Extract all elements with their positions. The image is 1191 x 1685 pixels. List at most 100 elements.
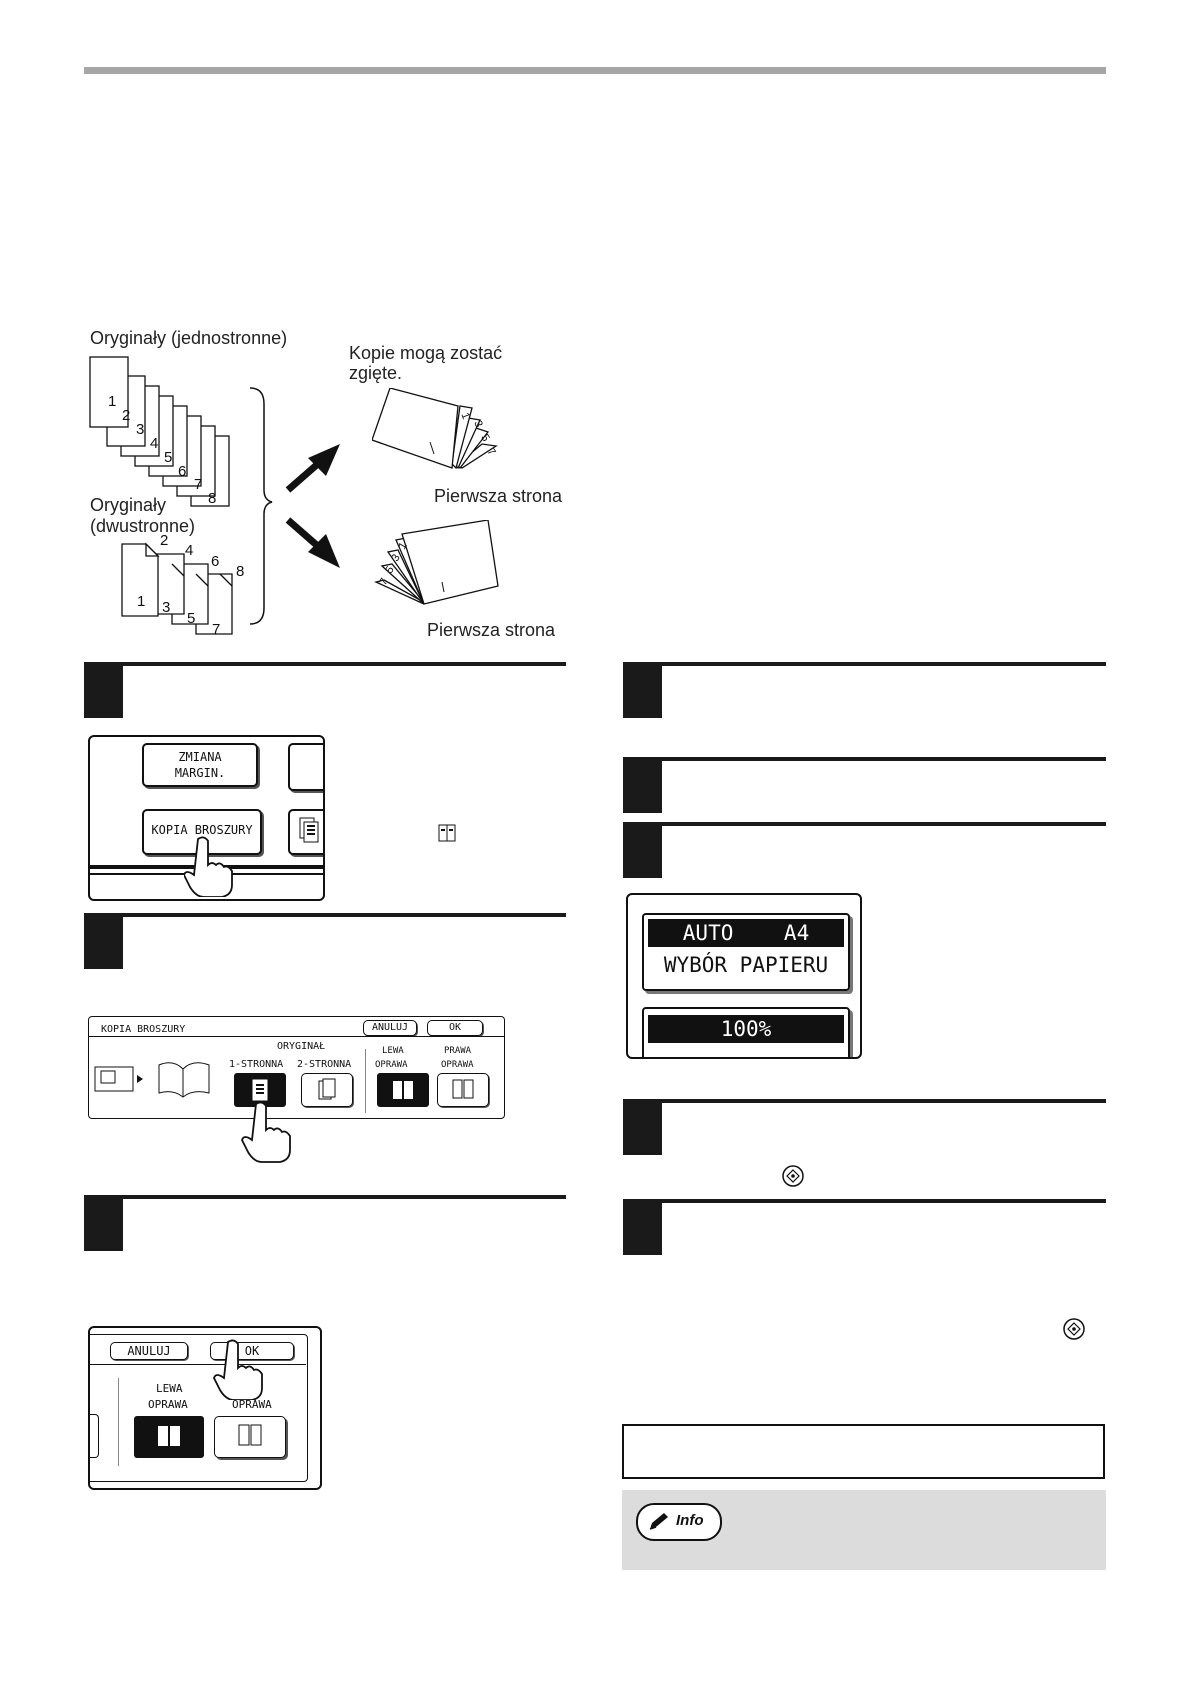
page-number: 3	[136, 421, 145, 438]
step-6-rule	[623, 822, 1106, 826]
step-7-marker	[623, 1099, 662, 1155]
ratio-value: 100%	[648, 1015, 844, 1043]
page-number: 5	[164, 449, 173, 466]
two-sided-label: 2-STRONNA	[297, 1059, 352, 1070]
pointing-hand-icon	[184, 836, 233, 897]
booklet-icon	[299, 817, 319, 843]
paper-select-label: WYBÓR PAPIERU	[663, 953, 829, 977]
margin-shift-label: ZMIANA	[178, 750, 222, 764]
page-1	[89, 356, 129, 428]
page-number: 3	[162, 599, 171, 616]
original-label: ORYGINAŁ	[277, 1041, 326, 1052]
side-button[interactable]	[288, 743, 323, 791]
margin-shift-label-2: MARGIN.	[174, 766, 226, 780]
title-divider	[89, 1036, 504, 1037]
left-binding-button[interactable]	[377, 1073, 429, 1107]
right-binding-icon	[238, 1424, 262, 1446]
double-page-icon	[318, 1078, 336, 1100]
booklet-copy-screen: KOPIA BROSZURY ANULUJ OK ORYGINAŁ 1-STRO…	[88, 1016, 505, 1119]
page-number: 7	[194, 476, 203, 493]
right-binding-label-2: OPRAWA	[441, 1060, 474, 1070]
margin-shift-button[interactable]: ZMIANA MARGIN.	[142, 743, 258, 787]
step-4-marker	[623, 662, 662, 718]
one-sided-label: 1-STRONNA	[229, 1059, 284, 1070]
page-number: 7	[212, 621, 221, 638]
start-key-icon	[782, 1165, 804, 1187]
page-number: 4	[185, 542, 194, 559]
step-4-rule	[623, 662, 1106, 666]
clipped-button[interactable]	[90, 1414, 99, 1458]
single-sided-label: Oryginały (jednostronne)	[90, 328, 288, 348]
step-1-marker	[84, 662, 123, 718]
pointing-hand-icon	[241, 1101, 291, 1163]
cancel-button[interactable]: ANULUJ	[363, 1020, 417, 1036]
brace-icon	[250, 387, 273, 625]
start-key-icon	[1063, 1318, 1085, 1340]
page-number: 2	[122, 407, 131, 424]
step-2-rule	[84, 913, 566, 917]
booklet-ok-screen: ANULUJ OK LEWA OPRAWA OPRAWA	[88, 1326, 322, 1490]
cancel-button[interactable]: ANULUJ	[110, 1342, 188, 1360]
left-binding-label-2: OPRAWA	[375, 1060, 408, 1070]
pointing-hand-icon	[213, 1339, 263, 1400]
touch-panel-special-modes: ZMIANA MARGIN. KOPIA BROSZURY	[88, 735, 325, 901]
screen-title: KOPIA BROSZURY	[101, 1024, 186, 1035]
fold-note: Kopie mogą zostać	[349, 343, 503, 363]
info-panel: Info	[622, 1490, 1106, 1570]
info-badge: Info	[636, 1503, 722, 1541]
two-sided-button[interactable]	[301, 1073, 353, 1107]
step-3-rule	[84, 1195, 566, 1199]
left-binding-label: LEWA	[382, 1046, 404, 1056]
left-binding-button[interactable]	[134, 1416, 204, 1458]
page-1	[121, 543, 159, 617]
right-binding-label: OPRAWA	[232, 1398, 272, 1411]
arrow-up-icon	[285, 459, 323, 493]
booklet-icon-button[interactable]	[288, 809, 323, 855]
right-binding-button[interactable]	[214, 1416, 286, 1458]
one-sided-button[interactable]	[234, 1073, 286, 1107]
page-number: 8	[208, 490, 217, 507]
page-number: 2	[160, 532, 169, 549]
arrow-down-icon	[285, 517, 323, 551]
booklet-icon	[438, 824, 456, 842]
left-binding-icon	[158, 1426, 180, 1446]
right-binding-icon	[452, 1079, 474, 1099]
first-page-label: Pierwsza strona	[434, 486, 563, 506]
step-8-rule	[623, 1199, 1106, 1203]
page-number: 6	[211, 553, 220, 570]
info-label: Info	[676, 1512, 704, 1529]
group-divider	[118, 1378, 119, 1466]
booklet-right-binding-icon	[374, 520, 499, 605]
booklet-illustration-icon	[94, 1062, 210, 1098]
ok-button[interactable]: OK	[427, 1020, 483, 1036]
step-1-rule	[84, 662, 566, 666]
right-binding-button[interactable]	[437, 1073, 489, 1107]
page-number: 1	[108, 393, 117, 410]
title-divider	[90, 1364, 306, 1365]
copy-ratio-button[interactable]: 100%	[642, 1007, 850, 1057]
step-6-marker	[623, 822, 662, 878]
paper-value: AUTO A4	[648, 919, 844, 947]
group-divider	[365, 1049, 366, 1113]
double-sided-label-2: (dwustronne)	[90, 516, 196, 536]
paper-select-button[interactable]: AUTO A4 WYBÓR PAPIERU	[642, 913, 850, 991]
page-number: 5	[187, 610, 196, 627]
header-rule	[84, 67, 1106, 74]
page-number: 1	[137, 593, 146, 610]
double-sided-label: Oryginały	[90, 495, 167, 515]
single-sided-stack	[89, 356, 230, 507]
step-5-rule	[623, 757, 1106, 761]
pencil-icon	[649, 1513, 668, 1530]
step-5-marker	[623, 757, 662, 813]
left-binding-icon	[393, 1081, 413, 1099]
page-number: 8	[236, 563, 245, 580]
step-7-rule	[623, 1099, 1106, 1103]
fold-note-2: zgięte.	[349, 363, 403, 383]
left-binding-label-2: OPRAWA	[148, 1398, 188, 1411]
single-page-icon	[252, 1079, 268, 1101]
step-8-marker	[623, 1199, 662, 1255]
first-page-label: Pierwsza strona	[427, 620, 556, 640]
paper-select-panel: AUTO A4 WYBÓR PAPIERU 100%	[626, 893, 862, 1059]
note-box	[622, 1424, 1105, 1479]
double-sided-stack	[121, 542, 233, 635]
